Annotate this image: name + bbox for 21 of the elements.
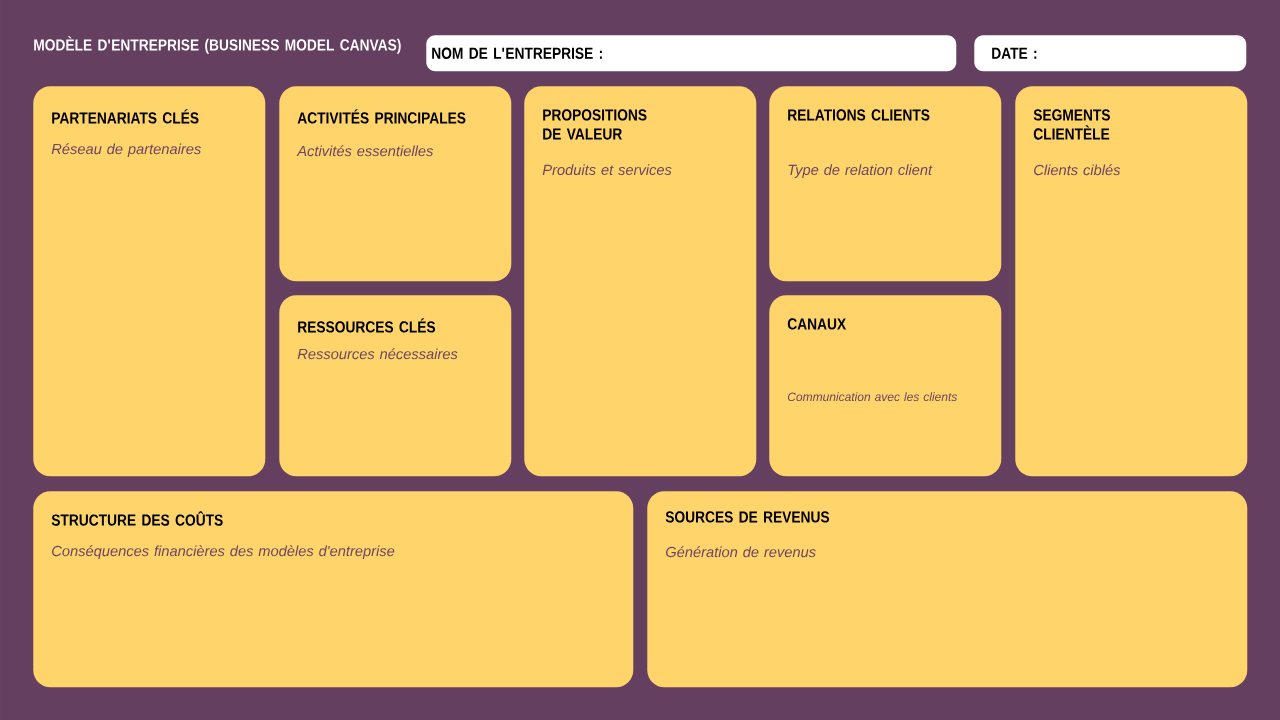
block-description: Réseau de partenaires: [51, 143, 201, 158]
block-description: Produits et services: [542, 164, 672, 176]
block-description: Génération de revenus: [666, 546, 816, 558]
block-description: Communication avec les clients: [787, 392, 958, 402]
block-heading: PARTENARIATS CLÉS: [52, 109, 199, 124]
block-description: Clients ciblés: [1034, 164, 1121, 176]
block-heading: PROPOSITIONS DE VALEUR: [543, 109, 647, 140]
block-description: Type de relation client: [788, 164, 933, 178]
block-heading: SEGMENTS CLIENTÈLE: [1033, 109, 1110, 140]
block-heading: ACTIVITÉS PRINCIPALES: [297, 109, 466, 124]
block-heading: RESSOURCES CLÉS: [298, 318, 436, 333]
block-heading: CANAUX: [787, 318, 846, 330]
block-description: Conséquences financières des modèles d'entreprise: [52, 545, 395, 560]
block-heading: RELATIONS CLIENTS: [788, 109, 930, 121]
block-heading: SOURCES DE REVENUS: [665, 511, 830, 523]
title: MODÈLE D'ENTREPRISE (BUSINESS MODEL CANVAS): [34, 36, 401, 54]
input-field: NOM DE L'ENTREPRISE :: [426, 35, 957, 72]
block-description: Ressources nécessaires: [297, 348, 458, 360]
block-heading: STRUCTURE DES COÛTS: [51, 511, 223, 526]
block-description: Activités essentielles: [296, 145, 434, 157]
input-field: DATE :: [974, 35, 1247, 72]
